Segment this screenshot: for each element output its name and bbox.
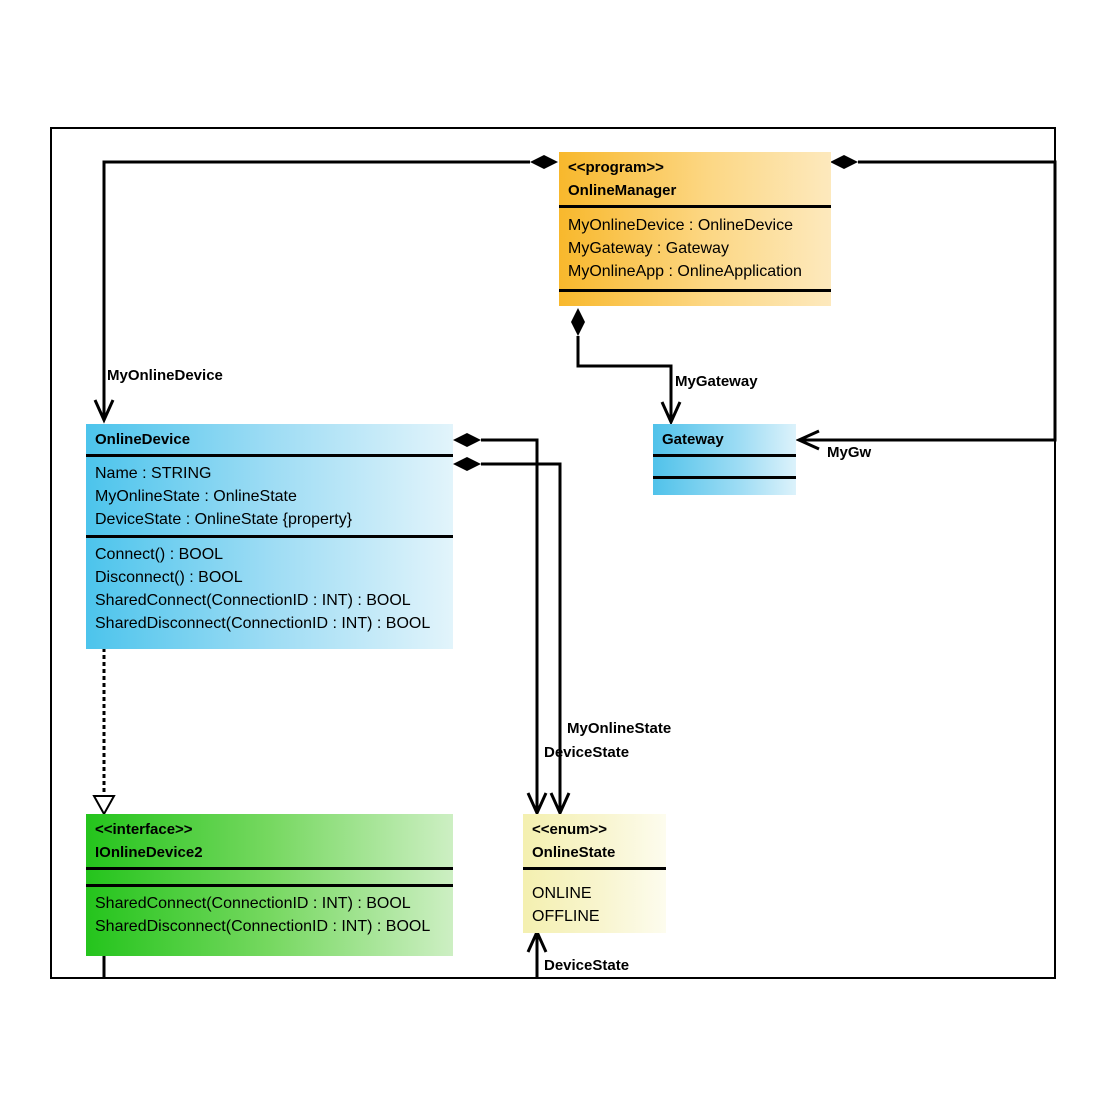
class-ionlinedevice2[interactable]: <<interface>> IOnlineDevice2 SharedConne… [86,814,453,956]
label-mygateway: MyGateway [675,373,758,390]
attribute-row: Name : STRING [95,465,212,482]
label-mygw: MyGw [827,444,872,461]
attribute-row: MyGateway : Gateway [568,240,729,257]
arrowhead-devicestate [526,792,548,817]
enum-values-compartment: ONLINE OFFLINE [523,870,666,934]
method-row: Connect() : BOOL [95,546,224,563]
arrowhead-mygw [795,429,820,451]
composition-diamond-mygateway [571,308,585,336]
attribute-row: MyOnlineApp : OnlineApplication [568,263,802,280]
method-row: SharedConnect(ConnectionID : INT) : BOOL [95,592,411,609]
composition-diamond-myonlinestate [453,457,481,471]
arrowhead-myonlinedevice [93,399,115,424]
enum-value: OFFLINE [532,908,600,925]
composition-diamond-myonlinedevice [530,155,558,169]
class-gateway[interactable]: Gateway [653,424,796,495]
connector-devicestate [481,438,539,813]
compartment-divider [86,884,453,887]
method-row: Disconnect() : BOOL [95,569,243,586]
method-compartment: SharedConnect(ConnectionID : INT) : BOOL… [86,887,453,944]
empty-attribute-compartment [653,457,796,476]
enum-value: ONLINE [532,885,592,902]
method-row: SharedDisconnect(ConnectionID : INT) : B… [95,918,431,935]
compartment-divider [653,476,796,479]
arrowhead-myonlinestate [549,792,571,817]
method-row: SharedConnect(ConnectionID : INT) : BOOL [95,895,411,912]
class-online-manager[interactable]: <<program>> OnlineManager MyOnlineDevice… [559,152,831,306]
compartment-divider [86,454,453,457]
class-header: OnlineDevice [86,424,453,454]
attribute-row: MyOnlineState : OnlineState [95,488,297,505]
attribute-compartment: Name : STRING MyOnlineState : OnlineStat… [86,457,453,535]
attribute-compartment: MyOnlineDevice : OnlineDevice MyGateway … [559,208,831,289]
compartment-divider [559,289,831,292]
compartment-divider [559,205,831,208]
composition-diamond-mygw [830,155,858,169]
empty-attribute-compartment [86,870,453,884]
compartment-divider [86,535,453,538]
connector-mygw [799,160,1057,442]
label-devicestate: DeviceState [544,744,630,761]
class-name: Gateway [662,431,724,448]
label-devicestate-bottom: DeviceState [544,957,630,974]
class-header: <<enum>> OnlineState [523,814,666,867]
class-online-state[interactable]: <<enum>> OnlineState ONLINE OFFLINE [523,814,666,933]
class-header: <<program>> OnlineManager [559,152,831,205]
attribute-row: DeviceState : OnlineState {property} [95,511,353,528]
compartment-divider [523,867,666,870]
compartment-divider [653,454,796,457]
class-name: OnlineState [532,844,616,861]
connector-mygateway [576,336,673,422]
realization-arrowhead [92,795,116,817]
stereotype-label: <<enum>> [532,821,608,838]
connector-myonlinedevice [102,160,530,420]
class-name: OnlineManager [568,182,677,199]
class-header: <<interface>> IOnlineDevice2 [86,814,453,867]
stereotype-label: <<program>> [568,159,664,176]
class-name: IOnlineDevice2 [95,844,203,861]
method-compartment: Connect() : BOOL Disconnect() : BOOL Sha… [86,538,453,641]
arrowhead-mygateway [660,401,682,426]
method-row: SharedDisconnect(ConnectionID : INT) : B… [95,615,431,632]
compartment-divider [86,867,453,870]
attribute-row: MyOnlineDevice : OnlineDevice [568,217,793,234]
diagram-frame [50,127,1056,979]
class-name: OnlineDevice [95,431,191,448]
stereotype-label: <<interface>> [95,821,193,838]
label-myonlinestate: MyOnlineState [567,720,672,737]
class-header: Gateway [653,424,796,454]
label-myonlinedevice: MyOnlineDevice [107,367,223,384]
composition-diamond-devicestate [453,433,481,447]
class-online-device[interactable]: OnlineDevice Name : STRING MyOnlineState… [86,424,453,649]
connector-myonlinestate [481,462,562,813]
